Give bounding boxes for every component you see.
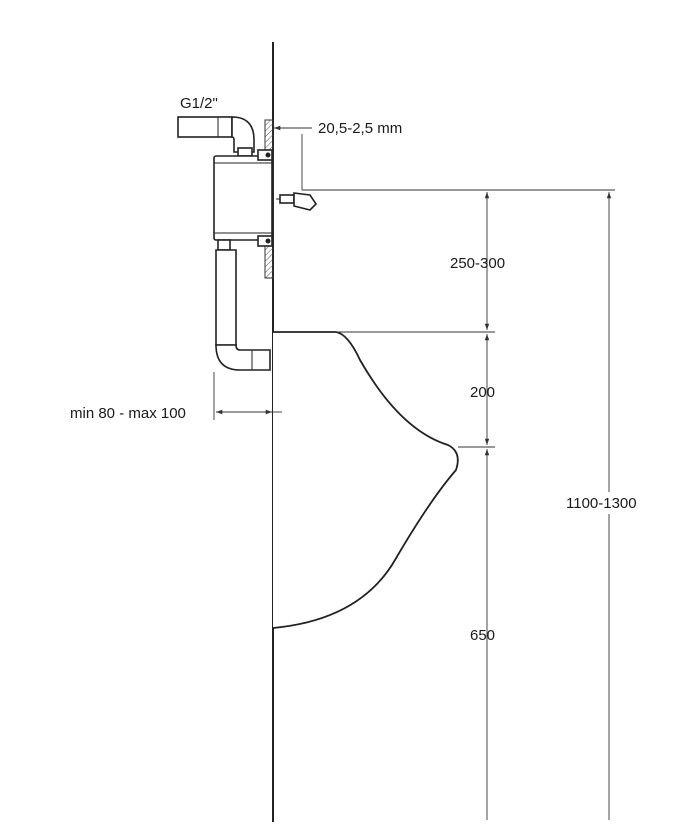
outlet-pipe [215,239,271,371]
lip-to-floor-label: 650 [470,627,495,644]
inlet-pipe [177,116,255,157]
rim-to-lip-label: 200 [470,384,495,401]
flush-valve-body [213,149,273,247]
pipe-thread-label: G1/2" [180,95,218,112]
plate-thickness-label: 20,5-2,5 mm [318,120,402,137]
valve-to-rim-label: 250-300 [450,255,505,272]
urinal-profile [272,331,459,629]
wall-offset-label: min 80 - max 100 [70,405,186,422]
total-height-label: 1100-1300 [566,495,637,512]
spray-connector [276,192,318,211]
